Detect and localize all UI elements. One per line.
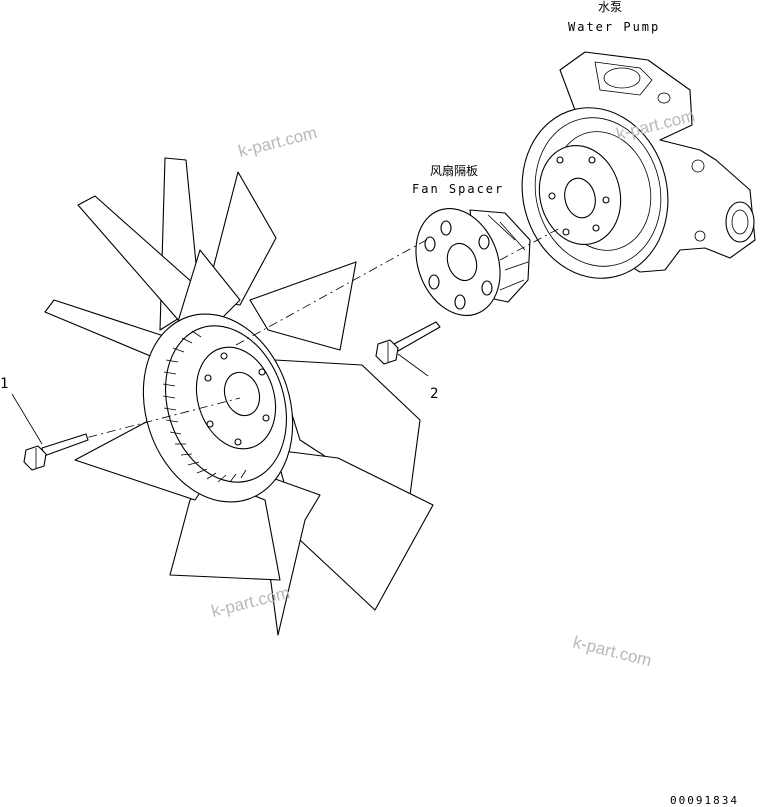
- bolt-1: [23, 433, 89, 471]
- water-pump: [521, 51, 756, 279]
- fan-spacer: [415, 207, 531, 317]
- cooling-fan: [44, 157, 434, 636]
- leader-line-1: [11, 393, 43, 445]
- drawing-code: 00091834: [670, 794, 739, 807]
- fan-spacer-label-en: Fan Spacer: [412, 182, 504, 196]
- water-pump-label-cn: 水泵: [598, 0, 622, 14]
- fan-spacer-label-cn: 风扇隔板: [430, 163, 478, 178]
- assembly-lines: [69, 227, 561, 443]
- callout-1: 1: [0, 376, 8, 392]
- fan-hub: [142, 313, 294, 503]
- watermark: k-part.com: [571, 632, 654, 670]
- water-pump-label-en: Water Pump: [568, 20, 660, 34]
- leader-line-2: [397, 353, 429, 377]
- bolt-2: [375, 321, 441, 365]
- callout-2: 2: [430, 386, 438, 402]
- watermark: k-part.com: [236, 123, 319, 161]
